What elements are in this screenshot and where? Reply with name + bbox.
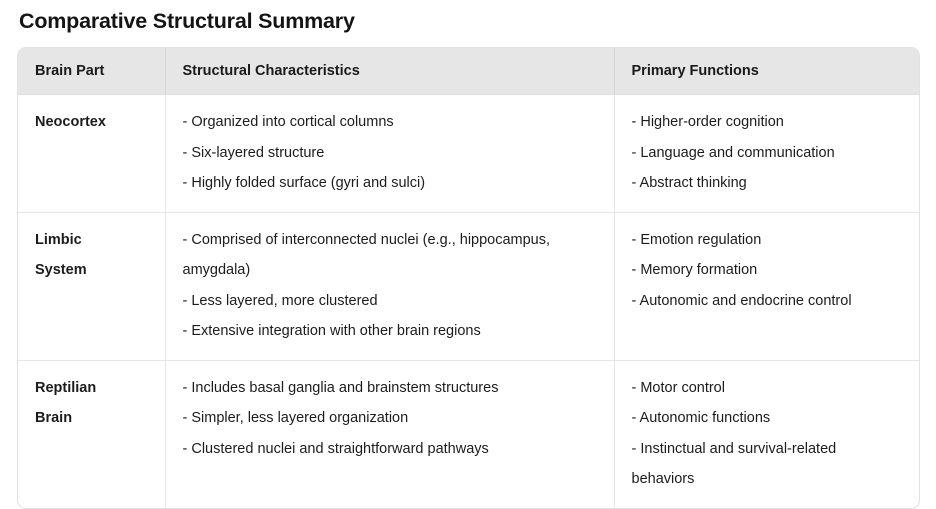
cell-brain-part: Limbic System <box>18 212 166 361</box>
cell-brain-part: Reptilian Brain <box>18 360 166 508</box>
table-row: Reptilian Brain - Includes basal ganglia… <box>18 360 919 508</box>
list-item: - Simpler, less layered organization <box>182 410 409 426</box>
structural-characteristics-list: - Comprised of interconnected nuclei (e.… <box>183 225 597 347</box>
cell-structural-characteristics: - Organized into cortical columns - Six-… <box>165 94 615 213</box>
list-item: - Higher-order cognition <box>631 114 784 130</box>
list-item: - Six-layered structure <box>182 144 325 161</box>
primary-functions-list: - Emotion regulation - Memory formation … <box>632 225 903 317</box>
brain-part-line: Brain <box>35 410 73 426</box>
list-item: - Highly folded surface (gyri and sulci) <box>182 175 426 191</box>
comparative-summary-table: Brain Part Structural Characteristics Pr… <box>18 48 919 508</box>
cell-primary-functions: - Emotion regulation - Memory formation … <box>614 212 919 361</box>
column-header-structural-characteristics: Structural Characteristics <box>165 48 615 95</box>
list-item: - Comprised of interconnected nuclei (e.… <box>182 231 551 279</box>
list-item: - Autonomic functions <box>631 410 771 426</box>
list-item: - Autonomic and endocrine control <box>631 292 852 309</box>
cell-brain-part: Neocortex <box>18 94 166 213</box>
cell-structural-characteristics: - Includes basal ganglia and brainstem s… <box>165 360 615 508</box>
table-header-row: Brain Part Structural Characteristics Pr… <box>18 48 919 95</box>
table-header: Brain Part Structural Characteristics Pr… <box>18 48 919 95</box>
column-header-brain-part: Brain Part <box>18 48 166 95</box>
list-item: - Language and communication <box>631 144 835 161</box>
list-item: - Organized into cortical columns <box>182 114 394 130</box>
brain-part-line: Neocortex <box>35 114 106 130</box>
cell-primary-functions: - Higher-order cognition - Language and … <box>614 94 919 213</box>
table-row: Neocortex - Organized into cortical colu… <box>18 94 919 213</box>
comparative-summary-table-container: Brain Part Structural Characteristics Pr… <box>17 47 920 509</box>
brain-part-line: Reptilian <box>35 379 97 396</box>
brain-part-line: System <box>35 262 87 278</box>
list-item: - Extensive integration with other brain… <box>182 323 481 339</box>
cell-structural-characteristics: - Comprised of interconnected nuclei (e.… <box>165 212 615 361</box>
list-item: - Less layered, more clustered <box>182 292 378 309</box>
list-item: - Memory formation <box>631 262 758 278</box>
list-item: - Instinctual and survival-related behav… <box>631 440 837 488</box>
primary-functions-list: - Higher-order cognition - Language and … <box>632 107 903 199</box>
table-row: Limbic System - Comprised of interconnec… <box>18 212 919 361</box>
list-item: - Motor control <box>631 379 725 396</box>
structural-characteristics-list: - Organized into cortical columns - Six-… <box>183 107 597 199</box>
column-header-primary-functions: Primary Functions <box>614 48 919 95</box>
structural-characteristics-list: - Includes basal ganglia and brainstem s… <box>183 373 597 465</box>
table-body: Neocortex - Organized into cortical colu… <box>18 94 919 508</box>
list-item: - Abstract thinking <box>631 175 747 191</box>
list-item: - Clustered nuclei and straightforward p… <box>182 440 489 457</box>
list-item: - Emotion regulation <box>631 231 762 248</box>
page-title: Comparative Structural Summary <box>19 9 355 33</box>
page-root: Comparative Structural Summary Brain Par… <box>17 9 920 509</box>
list-item: - Includes basal ganglia and brainstem s… <box>182 379 499 396</box>
primary-functions-list: - Motor control - Autonomic functions - … <box>632 373 903 495</box>
brain-part-line: Limbic <box>35 231 82 248</box>
cell-primary-functions: - Motor control - Autonomic functions - … <box>614 360 919 508</box>
